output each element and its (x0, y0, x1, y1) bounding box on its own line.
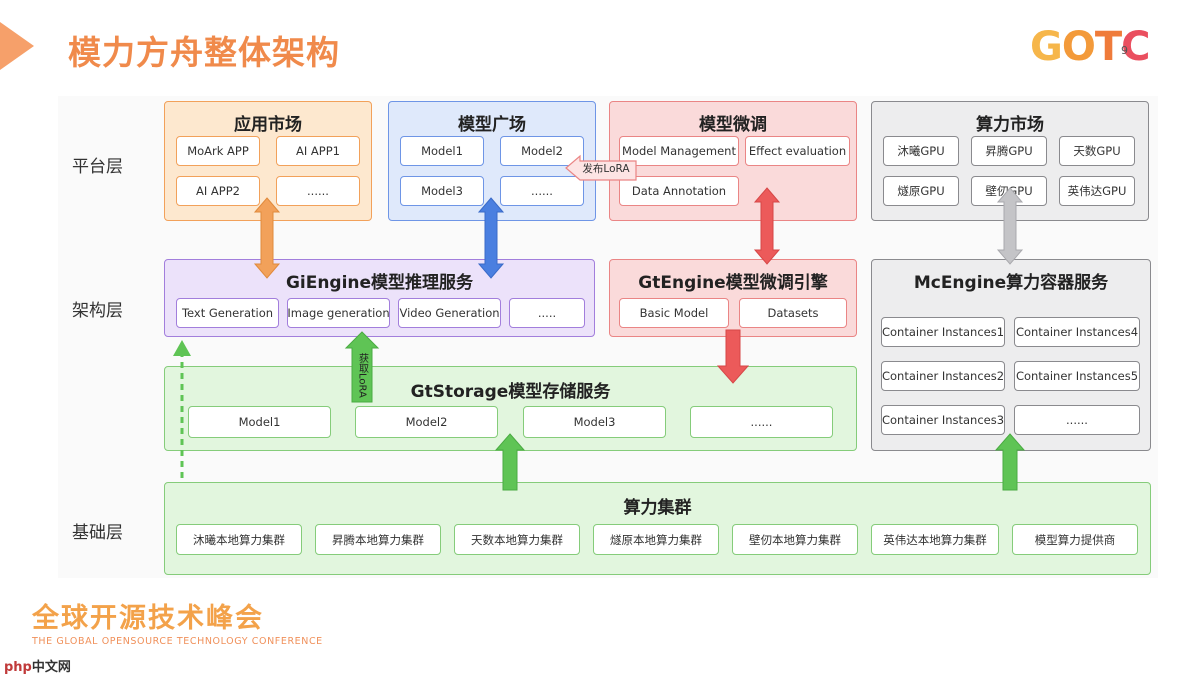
layer-label-architecture: 架构层 (72, 301, 123, 321)
fine-tune-item: Data Annotation (619, 176, 739, 206)
gpu-item: 沐曦GPU (883, 136, 959, 166)
cluster-item: 昇腾本地算力集群 (315, 524, 441, 555)
gpu-item: 昇腾GPU (971, 136, 1047, 166)
container-item: Container Instances3 (881, 405, 1005, 435)
cluster-item: 沐曦本地算力集群 (176, 524, 302, 555)
storage-item: ...... (690, 406, 833, 438)
model-item: Model3 (400, 176, 484, 206)
blue-double-arrow (477, 197, 505, 279)
cluster-item: 英伟达本地算力集群 (871, 524, 999, 555)
fine-tune-box: 模型微调 Model Management Effect evaluation … (609, 101, 857, 221)
dotted-green-arrow (173, 340, 191, 478)
model-square-title: 模型广场 (458, 115, 526, 135)
compute-market-title: 算力市场 (976, 115, 1044, 135)
giengine-box: GiEngine模型推理服务 Text Generation Image gen… (164, 259, 595, 337)
layer-label-base: 基础层 (72, 523, 123, 543)
app-item: AI APP2 (176, 176, 260, 206)
green-up-arrow-storage (494, 433, 526, 491)
fetch-lora-label: 获取LoRA (356, 352, 368, 398)
watermark-php: php (4, 660, 32, 675)
publish-lora-label: 发布LoRA (582, 162, 630, 175)
storage-item: Model2 (355, 406, 498, 438)
watermark-site: 中文网 (31, 660, 71, 675)
cluster-item: 天数本地算力集群 (454, 524, 580, 555)
app-item: MoArk APP (176, 136, 260, 166)
conference-name-en: THE GLOBAL OPENSOURCE TECHNOLOGY CONFERE… (32, 636, 323, 647)
model-item: Model1 (400, 136, 484, 166)
gpu-item: 天数GPU (1059, 136, 1135, 166)
giengine-title: GiEngine模型推理服务 (285, 273, 474, 293)
page-number: 9 (1121, 44, 1128, 57)
red-down-arrow (716, 329, 750, 384)
cluster-title: 算力集群 (623, 498, 692, 518)
page-title: 模力方舟整体架构 (68, 33, 340, 72)
model-item: ...... (500, 176, 584, 206)
container-item: Container Instances4 (1014, 317, 1140, 347)
green-up-arrow-mc (994, 433, 1026, 491)
green-up-arrow-fetch (344, 331, 380, 403)
app-item: AI APP1 (276, 136, 360, 166)
gotc-logo: GOTC (1030, 24, 1151, 70)
giengine-item: Video Generation (398, 298, 501, 328)
orange-double-arrow (253, 197, 281, 279)
layer-label-platform: 平台层 (72, 157, 123, 177)
model-item: Model2 (500, 136, 584, 166)
gtstorage-title: GtStorage模型存储服务 (410, 382, 611, 402)
gray-double-arrow (996, 187, 1024, 265)
mcengine-box: McEngine算力容器服务 Container Instances1 Cont… (871, 259, 1151, 451)
cluster-item: 模型算力提供商 (1012, 524, 1138, 555)
giengine-item: Text Generation (176, 298, 279, 328)
container-item: Container Instances2 (881, 361, 1005, 391)
gtengine-item: Basic Model (619, 298, 729, 328)
container-item: Container Instances5 (1014, 361, 1140, 391)
mcengine-title: McEngine算力容器服务 (913, 273, 1109, 293)
giengine-item: ..... (509, 298, 585, 328)
gtengine-title: GtEngine模型微调引擎 (638, 273, 828, 293)
cluster-item: 壁仞本地算力集群 (732, 524, 858, 555)
gpu-item: 燧原GPU (883, 176, 959, 206)
cluster-box: 算力集群 沐曦本地算力集群 昇腾本地算力集群 天数本地算力集群 燧原本地算力集群… (164, 482, 1151, 575)
container-item: ...... (1014, 405, 1140, 435)
cluster-item: 燧原本地算力集群 (593, 524, 719, 555)
title-triangle-icon (0, 22, 34, 70)
site-watermark: php中文网 (4, 656, 71, 675)
container-item: Container Instances1 (881, 317, 1005, 347)
gpu-item: 英伟达GPU (1059, 176, 1135, 206)
gtengine-item: Datasets (739, 298, 847, 328)
fine-tune-title: 模型微调 (699, 115, 767, 135)
fine-tune-item: Model Management (619, 136, 739, 166)
fine-tune-item: Effect evaluation (745, 136, 850, 166)
red-double-arrow (753, 187, 781, 265)
gtengine-box: GtEngine模型微调引擎 Basic Model Datasets (609, 259, 857, 337)
gtstorage-box: GtStorage模型存储服务 Model1 Model2 Model3 ...… (164, 366, 857, 451)
storage-item: Model1 (188, 406, 331, 438)
storage-item: Model3 (523, 406, 666, 438)
app-market-title: 应用市场 (234, 115, 302, 135)
giengine-item: Image generation (287, 298, 390, 328)
conference-name-cn: 全球开源技术峰会 (32, 603, 264, 634)
publish-lora-callout (565, 154, 637, 181)
app-item: ...... (276, 176, 360, 206)
